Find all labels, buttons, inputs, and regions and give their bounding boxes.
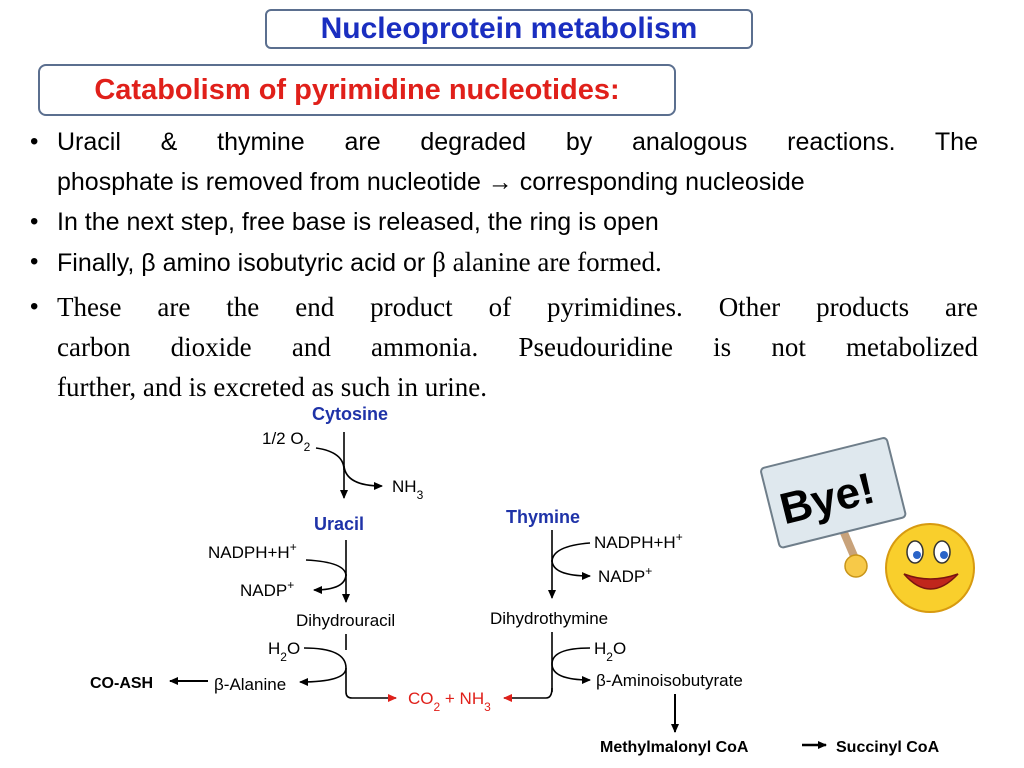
bullet-dot: •: [30, 293, 39, 320]
uracil-label: Uracil: [314, 514, 364, 534]
h2o-right-o: O: [613, 639, 626, 658]
page-title: Nucleoprotein metabolism: [320, 12, 698, 45]
aminoisobutyrate-curve: [551, 663, 591, 684]
nadph-right-label: NADPH+H+: [594, 530, 683, 552]
bullet-1-line-2: phosphate is removed from nucleotide → c…: [57, 168, 805, 196]
nh-subscript: 3: [484, 700, 491, 714]
beta-alanine-curve: [299, 667, 347, 686]
dihydrothymine-label: Dihydrothymine: [490, 609, 608, 628]
nadp-left-curve: [313, 573, 347, 594]
bullet-dot: •: [30, 248, 39, 275]
subtitle-box: Catabolism of pyrimidine nucleotides:: [38, 64, 676, 116]
title-box: Nucleoprotein metabolism: [265, 9, 753, 49]
hand-icon: [844, 554, 868, 578]
nadph-right-plus: +: [676, 530, 683, 544]
h2o-left-h: H: [268, 639, 280, 658]
nadp-left-plus: +: [287, 578, 294, 592]
half-o2-text: 1/2 O: [262, 429, 304, 448]
bullet-4-line-1: These are the end product of pyrimidines…: [57, 292, 978, 322]
dihydrouracil-label: Dihydrouracil: [296, 611, 395, 630]
nadp-left-text: NADP: [240, 581, 287, 600]
section-heading: Catabolism of pyrimidine nucleotides:: [94, 73, 620, 106]
sign-board: [760, 437, 907, 549]
nadph-left-curve: [305, 559, 347, 577]
bye-sign: Bye!: [760, 437, 907, 578]
nadp-right-curve: [551, 559, 591, 580]
succinyl-label: Succinyl CoA: [836, 739, 940, 756]
nh3-subscript: 3: [417, 488, 424, 502]
bullet-3-part-1: Finally, β amino isobutyric acid or: [57, 249, 433, 277]
co2-subscript: 2: [434, 700, 441, 714]
nadph-left-plus: +: [290, 540, 297, 554]
nadp-left-label: NADP+: [240, 578, 294, 600]
nadp-right-label: NADP+: [598, 564, 652, 586]
o2-input-curve: [315, 447, 345, 471]
half-o2-label: 1/2 O2: [262, 429, 311, 454]
co2-nh3-label: CO2 + NH3: [408, 689, 491, 714]
co2-text: CO: [408, 689, 434, 708]
h2o-left-curve: [303, 647, 397, 702]
nadp-right-plus: +: [645, 564, 652, 578]
thymine-label: Thymine: [506, 507, 580, 527]
nadph-right-curve: [551, 542, 591, 563]
beta-aminoisobutyrate-label: β-Aminoisobutyrate: [596, 671, 743, 690]
h2o-left-o: O: [287, 639, 300, 658]
bullet-4-line-2: carbon dioxide and ammonia. Pseudouridin…: [57, 332, 978, 362]
methylmalonyl-label: Methylmalonyl CoA: [600, 739, 749, 756]
bullet-2-text: In the next step, free base is released,…: [57, 208, 659, 236]
bullet-list: • Uracil & thymine are degraded by analo…: [30, 122, 978, 407]
bullet-dot: •: [30, 128, 39, 155]
h2o-left-label: H2O: [268, 639, 300, 664]
nadph-left-label: NADPH+H+: [208, 540, 297, 562]
nadp-right-text: NADP: [598, 567, 645, 586]
h2o-left-subscript: 2: [280, 650, 287, 664]
bullet-item-2: • In the next step, free base is release…: [30, 202, 978, 242]
h2o-right-label: H2O: [594, 639, 626, 664]
h2o-right-curve: [551, 647, 591, 665]
bullet-item-1: • Uracil & thymine are degraded by analo…: [30, 122, 978, 202]
nadph-left-text: NADPH+H: [208, 543, 290, 562]
nh3-label: NH3: [392, 477, 424, 502]
plus-nh-text: + NH: [440, 689, 484, 708]
smiley-emoji-icon: [885, 523, 975, 613]
right-to-co2-curve: [503, 687, 553, 702]
beta-alanine-label: β-Alanine: [214, 675, 286, 694]
bullet-1-line-1: Uracil & thymine are degraded by analogo…: [57, 128, 978, 156]
nh3-text: NH: [392, 477, 417, 496]
bullet-3-part-2: β alanine are formed.: [432, 247, 662, 277]
co-ash-label: CO-ASH: [90, 675, 153, 692]
bullet-item-3: • Finally, β amino isobutyric acid or β …: [30, 242, 978, 287]
bullet-4-line-3: further, and is excreted as such in urin…: [57, 372, 488, 402]
o2-subscript: 2: [304, 440, 311, 454]
cytosine-label: Cytosine: [312, 404, 388, 424]
bullet-item-4: • These are the end product of pyrimidin…: [30, 287, 978, 407]
nadph-right-text: NADPH+H: [594, 533, 676, 552]
bullet-dot: •: [30, 208, 39, 235]
h2o-right-subscript: 2: [606, 650, 613, 664]
nh3-output-curve: [343, 465, 383, 490]
h2o-right-h: H: [594, 639, 606, 658]
